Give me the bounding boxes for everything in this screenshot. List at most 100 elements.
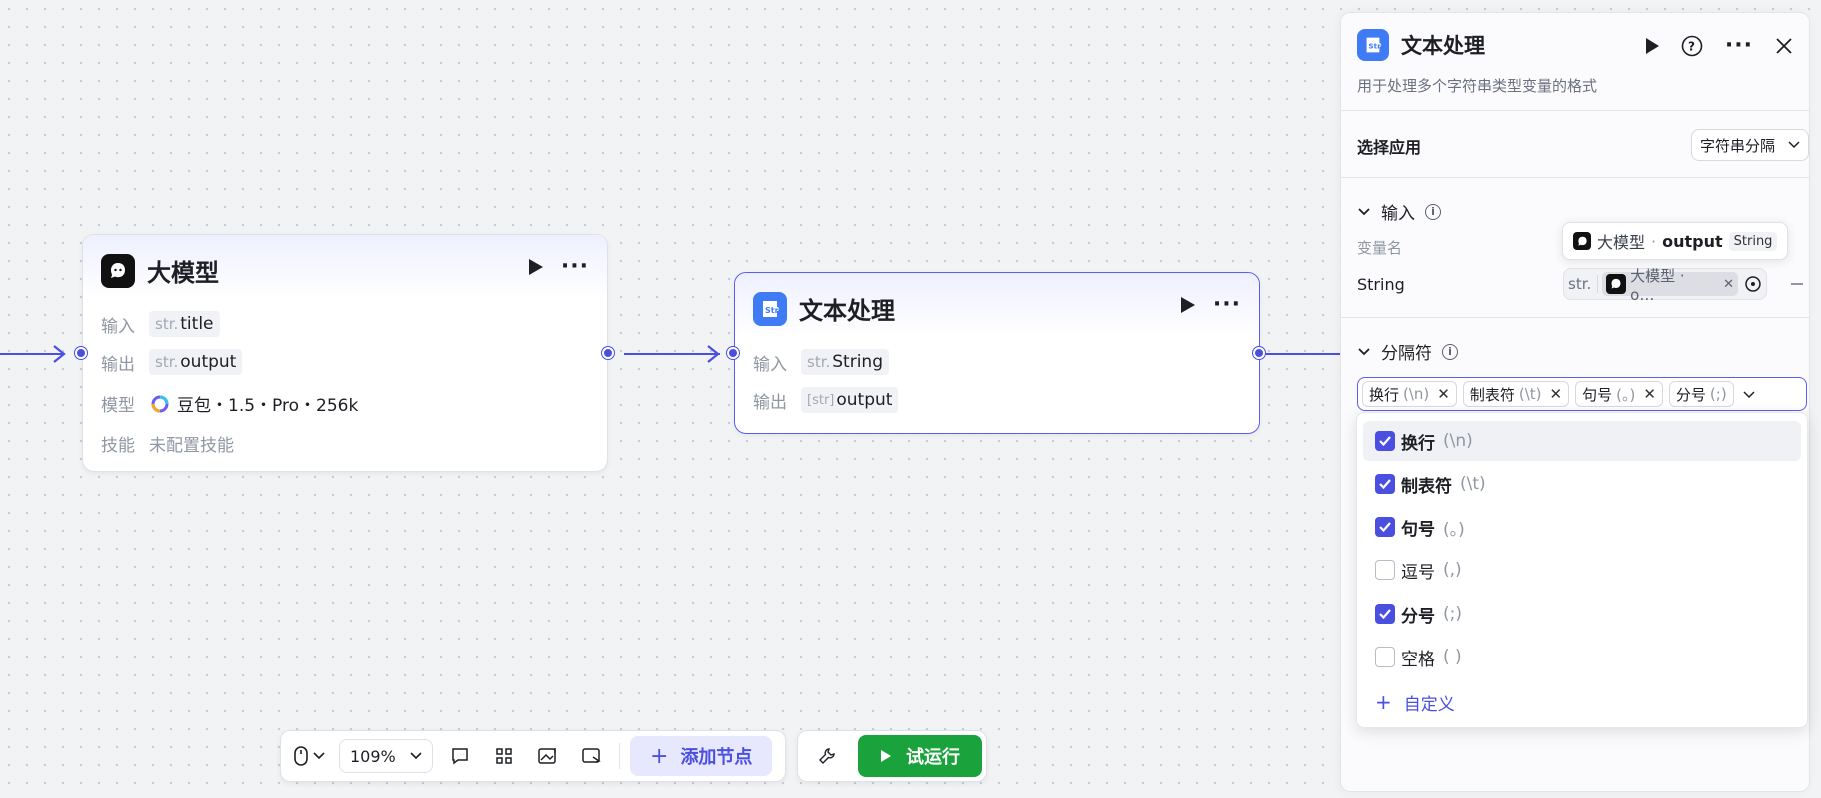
checkbox-unchecked-icon[interactable]: [1375, 647, 1395, 667]
checkbox-checked-icon[interactable]: [1375, 517, 1395, 537]
input-section-title: 输入: [1381, 204, 1415, 224]
var-ref-tooltip: 大模型 · output String: [1562, 222, 1789, 260]
plus-icon: +: [1375, 690, 1392, 714]
remove-var-icon[interactable]: [1791, 283, 1803, 285]
text-output-port[interactable]: [1253, 347, 1265, 359]
separator-tag: 分号(;): [1668, 381, 1734, 407]
option-symbol: (;): [1443, 604, 1462, 624]
remove-ref-icon[interactable]: ✕: [1723, 276, 1735, 292]
chevron-down-icon[interactable]: [1742, 390, 1756, 399]
separator-option[interactable]: 分号 (;): [1363, 594, 1801, 634]
checkbox-checked-icon[interactable]: [1375, 474, 1395, 494]
comment-icon: [452, 748, 468, 765]
image-button[interactable]: [531, 738, 565, 774]
svg-text:?: ?: [1688, 40, 1695, 54]
var-name-label: 变量名: [1357, 239, 1403, 257]
option-name: 句号: [1401, 519, 1435, 540]
layout-button[interactable]: [487, 738, 521, 774]
target-icon[interactable]: [1744, 275, 1762, 293]
separator-option[interactable]: 句号 (。): [1363, 507, 1801, 547]
tag-symbol: (\t): [1518, 385, 1542, 403]
chevron-down-icon: [1358, 207, 1370, 215]
input-section-header[interactable]: 输入 i: [1357, 199, 1441, 224]
separator-option[interactable]: 换行 (\n): [1363, 421, 1801, 461]
minimap-button[interactable]: [575, 738, 609, 774]
text-input-port[interactable]: [727, 347, 739, 359]
tooltip-source: 大模型: [1597, 233, 1646, 252]
input-value: title: [180, 314, 214, 334]
test-run-button[interactable]: 试运行: [858, 735, 982, 777]
llm-output-port[interactable]: [602, 347, 614, 359]
run-toolbar: 试运行: [797, 730, 987, 782]
doubao-logo-icon: [151, 395, 169, 413]
var-ref-text: 大模型 · o…: [1630, 266, 1685, 304]
text-process-icon: Str: [1357, 29, 1389, 61]
wrench-icon: [819, 748, 835, 764]
option-name: 制表符: [1401, 476, 1452, 497]
separator-section-header[interactable]: 分隔符 i: [1357, 339, 1458, 364]
skill-value: 未配置技能: [149, 436, 234, 456]
tag-symbol: (。): [1616, 385, 1636, 404]
checkbox-checked-icon[interactable]: [1375, 431, 1395, 451]
close-icon[interactable]: [1775, 37, 1793, 55]
var-ref-chip: 大模型 · o… ✕: [1602, 267, 1739, 304]
tag-name: 分号: [1675, 385, 1706, 404]
more-icon[interactable]: ···: [1212, 292, 1241, 317]
run-node-icon[interactable]: [528, 259, 543, 275]
app-label: 选择应用: [1357, 138, 1422, 157]
tag-name: 句号: [1582, 385, 1613, 404]
chevron-down-icon: [1788, 141, 1800, 149]
option-symbol: (。): [1443, 519, 1465, 540]
help-icon[interactable]: ?: [1681, 35, 1703, 57]
chevron-down-icon: [1358, 347, 1370, 355]
type-label: str.: [155, 315, 179, 333]
add-node-button[interactable]: + 添加节点: [630, 736, 773, 776]
text-process-node[interactable]: Str 文本处理 ··· 输入 str.String 输出 [str]outpu…: [734, 272, 1260, 434]
info-icon[interactable]: i: [1442, 343, 1458, 360]
output-label: 输出: [753, 392, 787, 413]
run-node-icon[interactable]: [1180, 297, 1195, 313]
separator-dropdown: 换行 (\n) 制表符 (\t) 句号 (。) 逗号 (,) 分号 (;) 空格…: [1356, 412, 1808, 728]
output-chip: str.output: [149, 349, 243, 375]
option-symbol: ( ): [1443, 647, 1462, 667]
zoom-select[interactable]: 109%: [339, 739, 433, 773]
edge-arrow-icon: [53, 345, 66, 363]
grid-layout-icon: [496, 748, 512, 764]
separator-option[interactable]: 逗号 (,): [1363, 550, 1801, 590]
edge-arrow-icon: [707, 345, 720, 363]
more-icon[interactable]: ···: [1724, 33, 1753, 58]
tag-name: 制表符: [1469, 385, 1515, 404]
svg-text:Str: Str: [1368, 42, 1381, 51]
remove-tag-icon[interactable]: ✕: [1437, 385, 1450, 403]
add-custom-separator[interactable]: + 自定义: [1363, 682, 1801, 722]
remove-tag-icon[interactable]: ✕: [1549, 385, 1563, 403]
comment-button[interactable]: [443, 738, 477, 774]
more-icon[interactable]: ···: [560, 254, 589, 279]
checkbox-checked-icon[interactable]: [1375, 604, 1395, 624]
var-ref-field[interactable]: str. 大模型 · o… ✕: [1563, 267, 1767, 304]
option-symbol: (,): [1443, 560, 1462, 580]
checkbox-unchecked-icon[interactable]: [1375, 560, 1395, 580]
llm-icon: [1573, 232, 1591, 250]
edge-incoming: [0, 353, 62, 355]
llm-node[interactable]: 大模型 ··· 输入 str.title 输出 str.output 模型 豆包…: [82, 234, 608, 472]
mouse-mode-button[interactable]: [289, 738, 329, 774]
output-value: output: [180, 352, 237, 372]
output-chip: [str]output: [801, 387, 899, 413]
separator-tag: 换行(\n)✕: [1362, 381, 1457, 407]
separator-option[interactable]: 空格 ( ): [1363, 637, 1801, 677]
llm-input-port[interactable]: [75, 347, 87, 359]
play-icon: [881, 750, 891, 762]
plus-icon: +: [650, 743, 669, 769]
separator-option[interactable]: 制表符 (\t): [1363, 464, 1801, 504]
llm-icon: [101, 253, 135, 288]
input-chip: str.title: [149, 311, 220, 337]
llm-node-title: 大模型: [147, 259, 219, 287]
run-node-icon[interactable]: [1645, 38, 1659, 54]
remove-tag-icon[interactable]: ✕: [1643, 385, 1656, 403]
app-select[interactable]: 字符串分隔: [1691, 129, 1809, 161]
debug-button[interactable]: [816, 738, 838, 774]
canvas-toolbar: 109% + 添加节点: [280, 730, 786, 782]
separator-select[interactable]: 换行(\n)✕ 制表符(\t) ✕ 句号(。) ✕ 分号(;): [1357, 377, 1807, 411]
info-icon[interactable]: i: [1425, 203, 1441, 220]
